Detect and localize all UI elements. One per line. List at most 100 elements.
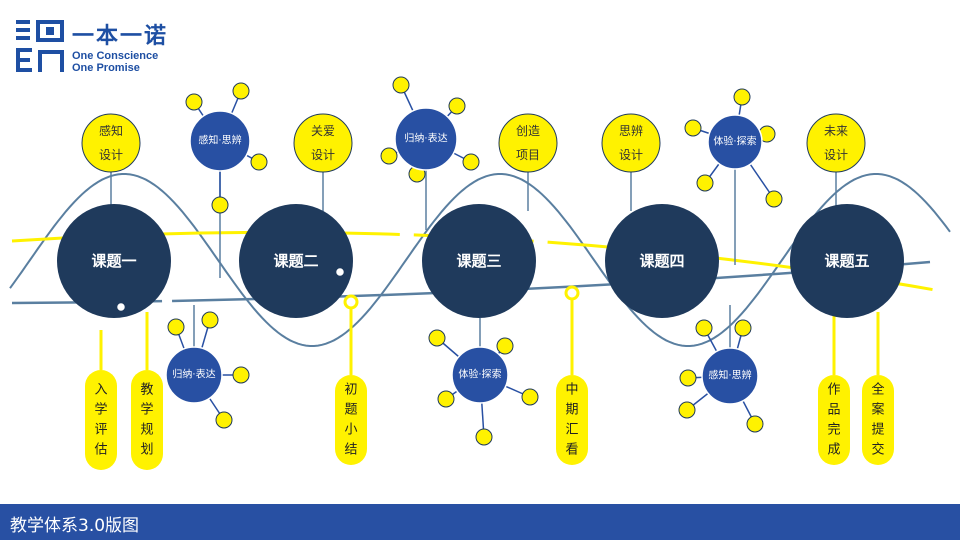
- satellite-dot: [733, 88, 751, 106]
- topic-label: 课题四: [639, 252, 684, 270]
- skill-label: 归纳·表达: [172, 368, 215, 381]
- milestone-pill: [818, 375, 850, 465]
- skill-label: 体验·探索: [458, 368, 501, 381]
- orbit-marker-ring: [343, 294, 359, 310]
- design-bubble: [498, 113, 558, 173]
- satellite-dot: [475, 428, 493, 446]
- milestone-char: 案: [871, 403, 884, 418]
- logo-mark-icon: [16, 20, 64, 72]
- brand-tagline-line2: One Promise: [72, 62, 140, 74]
- milestone-char: 成: [827, 443, 840, 458]
- satellite-dot: [232, 366, 250, 384]
- skill-node: [451, 346, 509, 404]
- design-bubble: [81, 113, 141, 173]
- brand-name: 一本一诺: [72, 24, 169, 49]
- satellite-dot: [215, 411, 233, 429]
- milestone-char: 初: [344, 383, 357, 398]
- footer-bar: 教学体系3.0版图: [0, 504, 960, 540]
- brand-tagline-line1: One Conscience: [72, 50, 159, 62]
- satellite-dot: [167, 318, 185, 336]
- milestone-char: 教: [140, 382, 153, 398]
- milestone-char: 完: [827, 423, 840, 438]
- design-bubble-line2: 设计: [619, 148, 643, 162]
- milestone-pill: [335, 375, 367, 465]
- satellite-dot: [765, 190, 783, 208]
- satellite-dot: [684, 119, 702, 137]
- skill-node: [189, 110, 251, 172]
- topic-label: 课题三: [456, 252, 501, 270]
- milestone-char: 划: [140, 443, 153, 458]
- topic-label: 课题二: [273, 252, 318, 270]
- milestone-char: 估: [94, 443, 107, 458]
- satellite-dot: [678, 401, 696, 419]
- topic-node: [422, 204, 536, 318]
- satellite-dot: [437, 390, 455, 408]
- satellite-dot: [462, 153, 480, 171]
- topic-label: 课题一: [91, 252, 136, 270]
- milestone-char: 提: [871, 422, 884, 438]
- milestone-char: 品: [827, 403, 840, 418]
- topic-node: [605, 204, 719, 318]
- skill-node: [394, 107, 458, 171]
- milestone-pill: [131, 370, 163, 470]
- satellite-dot: [496, 337, 514, 355]
- milestone-char: 学: [94, 402, 107, 418]
- satellite-dot: [232, 82, 250, 100]
- milestone-char: 结: [344, 443, 357, 458]
- design-bubble-line1: 关爱: [311, 124, 335, 138]
- footer-title: 教学体系3.0版图: [10, 516, 140, 536]
- satellite-dot: [695, 319, 713, 337]
- satellite-dot: [201, 311, 219, 329]
- satellite-dot: [392, 76, 410, 94]
- skill-label: 体验·探索: [713, 135, 756, 148]
- skill-label: 感知·思辨: [708, 369, 751, 382]
- milestone-char: 小: [344, 423, 357, 438]
- orbit-marker-dot: [115, 301, 127, 313]
- topic-label: 课题五: [824, 252, 869, 270]
- milestone-char: 题: [344, 403, 357, 418]
- milestone-char: 看: [565, 442, 578, 458]
- milestone-char: 作: [827, 383, 840, 398]
- orbit-marker-dot: [334, 266, 346, 278]
- milestone-char: 汇: [565, 423, 578, 438]
- brand-logo: 一本一诺 One Conscience One Promise: [16, 18, 186, 78]
- design-bubble-line2: 设计: [311, 148, 335, 162]
- satellite-dot: [734, 319, 752, 337]
- milestone-pill: [556, 375, 588, 465]
- satellite-dot: [250, 153, 268, 171]
- design-bubble: [293, 113, 353, 173]
- satellite-dot: [521, 388, 539, 406]
- milestone-char: 交: [871, 442, 884, 458]
- satellite-dot: [679, 369, 697, 387]
- topic-node: [239, 204, 353, 318]
- skill-node: [701, 347, 759, 405]
- satellite-dot: [428, 329, 446, 347]
- satellite-dot: [380, 147, 398, 165]
- design-bubble-line2: 设计: [99, 148, 123, 162]
- orbit-marker-ring: [564, 285, 580, 301]
- topic-node: [790, 204, 904, 318]
- skill-label: 感知·思辨: [198, 134, 241, 147]
- design-bubble: [806, 113, 866, 173]
- skill-node: [707, 114, 763, 170]
- satellite-dot: [746, 415, 764, 433]
- design-bubble-line2: 项目: [516, 148, 540, 162]
- milestone-char: 规: [140, 423, 153, 438]
- satellite-dot: [185, 93, 203, 111]
- satellite-dot: [448, 97, 466, 115]
- milestone-char: 中: [565, 383, 578, 398]
- skill-node: [165, 346, 223, 404]
- milestone-pill: [85, 370, 117, 470]
- design-bubble-line2: 设计: [824, 148, 848, 162]
- topic-node: [57, 204, 171, 318]
- design-bubble-line1: 感知: [99, 123, 123, 138]
- milestone-char: 入: [94, 383, 107, 398]
- design-bubble-line1: 未来: [824, 124, 848, 138]
- skill-label: 归纳·表达: [404, 132, 447, 145]
- satellite-dot: [696, 174, 714, 192]
- satellite-dot: [211, 196, 229, 214]
- milestone-char: 评: [94, 423, 107, 438]
- milestone-pill: [862, 375, 894, 465]
- milestone-char: 学: [140, 402, 153, 418]
